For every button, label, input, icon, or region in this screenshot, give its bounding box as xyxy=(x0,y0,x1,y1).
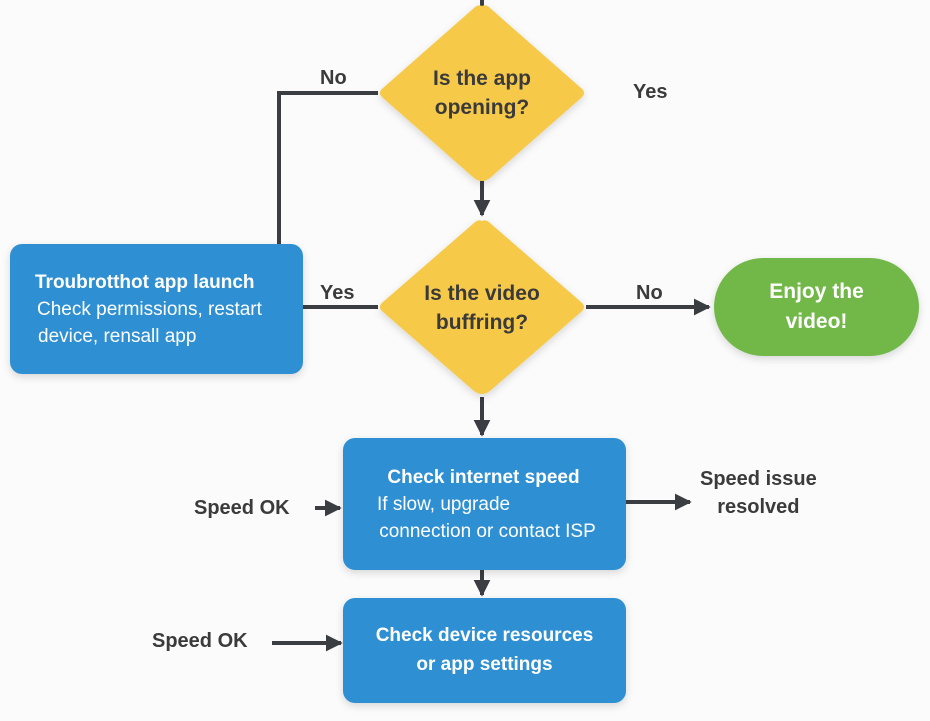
speed-issue-resolved-line-1: Speed issue xyxy=(700,468,817,490)
decision-video-buffering-shape[interactable] xyxy=(380,220,584,394)
speed-issue-resolved-line-2: resolved xyxy=(717,496,800,518)
edge-label-buffering-no: No xyxy=(636,282,663,304)
process-internet-speed-shape[interactable] xyxy=(343,438,626,570)
edge-label-speed-issue-resolved: Speed issue resolved xyxy=(700,465,817,521)
connector-app-opening-no xyxy=(277,91,378,244)
process-app-launch-shape[interactable] xyxy=(10,244,303,374)
edge-label-app-opening-yes: Yes xyxy=(633,81,668,103)
process-device-resources-shape[interactable] xyxy=(343,598,626,703)
decision-app-opening-shape[interactable] xyxy=(380,5,584,182)
edge-label-speed-ok-1: Speed OK xyxy=(194,497,290,519)
edge-label-launch-yes: Yes xyxy=(320,282,355,304)
terminal-enjoy-shape[interactable] xyxy=(714,258,919,356)
edge-label-speed-ok-2: Speed OK xyxy=(152,630,248,652)
edge-label-app-opening-no: No xyxy=(320,67,347,89)
